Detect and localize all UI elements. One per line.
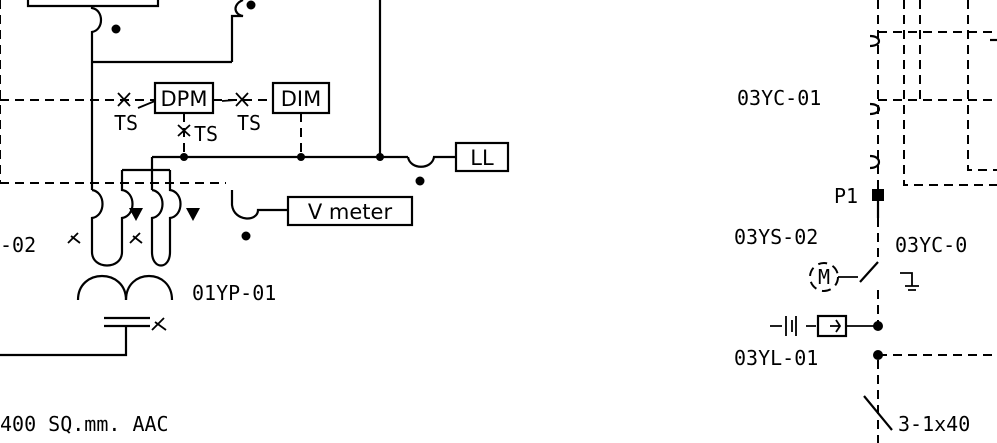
breaker-arc-right [230, 0, 244, 62]
motor-label: M [818, 265, 830, 289]
dpm-relay-box [153, 81, 215, 115]
breaker-arc-left [90, 6, 103, 62]
ct-return-1 [90, 251, 124, 267]
pt-winding-left [76, 275, 128, 301]
vmeter-label: V meter [308, 200, 393, 224]
ts-x-mark [117, 92, 131, 107]
cb-coil [869, 34, 881, 48]
junction-dot [376, 153, 384, 161]
right-panel: 03YC-01 P1 03YS-02 03YC-0 M 03YL-01 3-1x… [734, 0, 997, 443]
ct-coil-3 [150, 188, 164, 252]
cb-tag-top: 03YC-01 [737, 86, 821, 110]
pt-tag: 01YP-01 [192, 281, 276, 305]
pt-capacitor [104, 316, 150, 328]
lamp-label: LL [470, 146, 494, 170]
ground-dot [241, 231, 251, 241]
ct-coil-2 [120, 170, 134, 252]
ts-label-right: TS [237, 111, 261, 135]
partial-tag: -02 [0, 233, 36, 257]
ts-arrow [221, 99, 237, 102]
pt-winding-right [124, 275, 174, 301]
vmeter-lead [230, 190, 288, 220]
point-tag: P1 [834, 184, 858, 208]
pt-ground-mark [151, 317, 167, 331]
ground-symbol [900, 272, 919, 291]
cb-tag-right: 03YC-0 [895, 233, 967, 257]
ts-x-mark [235, 92, 249, 107]
lv-arrow [830, 319, 842, 333]
ct-coil-1 [90, 188, 104, 252]
ground-dot [415, 176, 425, 186]
dim-label: DIM [281, 87, 321, 111]
ts-label-left: TS [114, 111, 138, 135]
dashed-vertical-4 [967, 0, 997, 171]
junction-dot [297, 153, 305, 161]
dpm-label: DPM [161, 87, 208, 111]
ct-polarity-mark [186, 208, 200, 221]
lv-tag: 03YL-01 [734, 346, 818, 370]
vmeter-box [286, 195, 414, 227]
cb-coil [869, 102, 881, 116]
terminal-dot [246, 0, 256, 10]
lamp-box [454, 141, 510, 173]
switch-blade [859, 261, 879, 283]
dashed-vertical-2 [903, 0, 997, 186]
lamp-fuse-arc [406, 155, 456, 168]
ct-ground-mark [129, 232, 143, 244]
top-box-remnant [26, 0, 160, 8]
cable-slash [863, 395, 893, 431]
lv-ground-bar [770, 316, 816, 336]
ct-coil-4 [168, 170, 182, 252]
point-marker [872, 189, 884, 201]
ct-return-2 [150, 251, 172, 267]
ct-polarity-mark [129, 208, 143, 221]
junction-dot [180, 153, 188, 161]
ts-label-mid: TS [194, 122, 218, 146]
ls-tag: 03YS-02 [734, 225, 818, 249]
cable-spec-right: 3-1x40 [898, 412, 970, 436]
left-panel: DPM DIM TS TS TS LL [0, 0, 510, 436]
pt-feed [0, 326, 128, 357]
ct-ground-mark [67, 232, 81, 244]
cable-spec-left: 400 SQ.mm. AAC [0, 412, 169, 436]
cb-coil [869, 154, 881, 170]
terminal-dot [111, 24, 121, 34]
ts-arrow [137, 100, 156, 109]
